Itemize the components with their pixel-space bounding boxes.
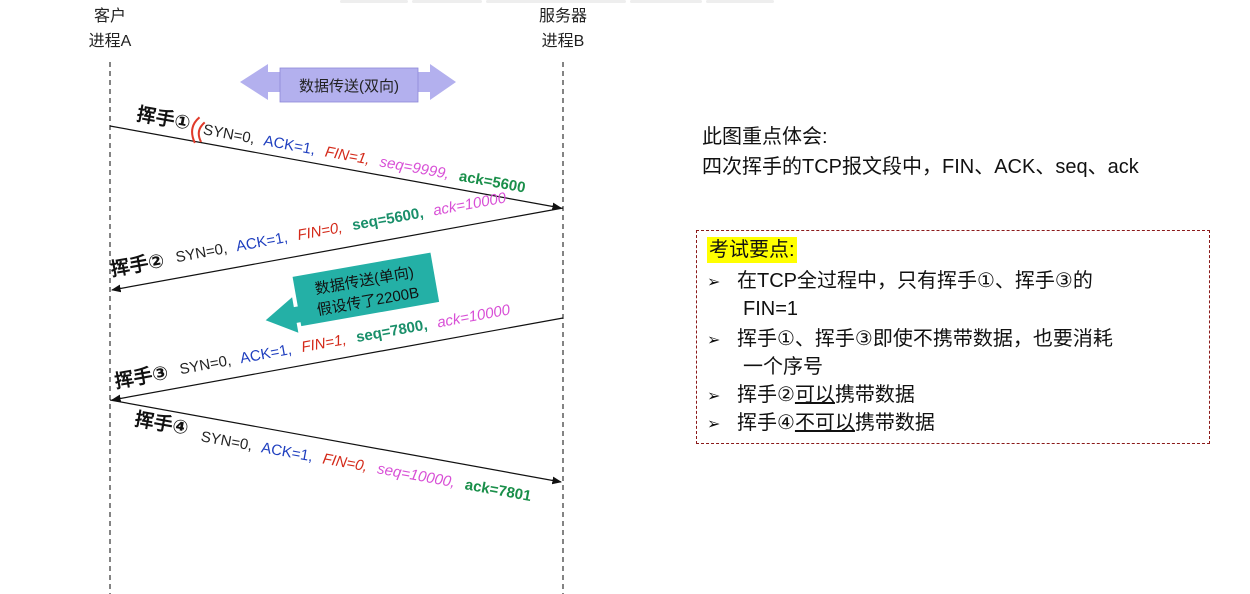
exam-bullet-4-underlined: 不可以 [794, 412, 855, 434]
wave1-red-mark [197, 121, 206, 143]
bullet-arrow-icon: ➢ [707, 332, 721, 349]
wave4-label: 挥手④ [133, 407, 190, 439]
client-title: 客户 进程A [50, 4, 170, 54]
wave1-seq: seq=9999, [378, 153, 450, 182]
exam-bullet-3-underlined: 可以 [794, 384, 835, 406]
wave1-fin: FIN=1, [324, 143, 372, 168]
note-line2: 四次挥手的TCP报文段中，FIN、ACK、seq、ack [702, 156, 1139, 178]
wave4-seq: seq=10000, [376, 460, 457, 491]
server-title-line2: 进程B [541, 33, 585, 50]
bullet-arrow-icon: ➢ [707, 274, 721, 291]
wave1-red-mark [191, 116, 201, 144]
exam-bullet-2-cont: 一个序号 [743, 356, 823, 378]
wave1-fields: SYN=0, ACK=1, FIN=1, seq=9999, ack=5600 [202, 121, 527, 196]
top-tab-strip [340, 0, 408, 3]
exam-bullet-1-text: 在TCP全过程中，只有挥手①、挥手③的 [737, 270, 1093, 292]
wave4-fields: SYN=0, ACK=1, FIN=0, seq=10000, ack=7801 [199, 428, 532, 505]
wave4-arrow [109, 399, 562, 485]
wave4-label-group: 挥手④ SYN=0, ACK=1, FIN=0, seq=10000, ack=… [133, 407, 533, 505]
wave1-ack-flag: ACK=1, [262, 132, 316, 158]
server-title-line1: 服务器 [538, 8, 587, 25]
one-way-transfer-arrow [265, 297, 305, 333]
exam-title: 考试要点: [707, 237, 797, 263]
wave3-seq: seq=7800, [355, 316, 429, 346]
wave4-ack-flag: ACK=1, [260, 439, 314, 465]
client-title-line2: 进程A [88, 33, 132, 50]
wave3-label: 挥手③ [113, 361, 170, 393]
wave1-label: 挥手① [135, 102, 192, 134]
client-title-line1: 客户 [93, 8, 126, 25]
wave3-ack-flag: ACK=1, [239, 341, 293, 367]
bullet-arrow-icon: ➢ [707, 416, 721, 433]
top-tab-strip [706, 0, 774, 3]
wave2-syn: SYN=0, [174, 240, 228, 266]
top-tab-strip [630, 0, 702, 3]
wave3-syn: SYN=0, [178, 352, 232, 378]
exam-bullet-4-text: 挥手④不可以携带数据 [737, 409, 935, 437]
wave2-label-group: 挥手② SYN=0, ACK=1, FIN=0, seq=5600, ack=1… [109, 189, 508, 281]
two-way-transfer-box [279, 67, 419, 103]
exam-bullet-2-text: 挥手①、挥手③即使不携带数据，也要消耗 [737, 328, 1113, 350]
wave2-seq: seq=5600, [351, 204, 425, 234]
exam-bullet-4: ➢ 挥手④不可以携带数据 [707, 409, 935, 439]
wave2-fin: FIN=0, [296, 219, 344, 244]
wave2-label: 挥手② [109, 249, 166, 281]
exam-bullet-2: ➢ 挥手①、挥手③即使不携带数据，也要消耗 [707, 325, 1113, 355]
exam-bullet-1: ➢ 在TCP全过程中，只有挥手①、挥手③的 [707, 267, 1093, 297]
two-way-transfer-label: 数据传送(双向) [299, 78, 399, 95]
exam-bullet-3-post: 携带数据 [834, 384, 915, 406]
exam-bullet-4-pre: 挥手④ [737, 412, 795, 434]
wave3-ack: ack=10000 [436, 301, 512, 331]
wave2-arrow [111, 207, 564, 293]
wave4-syn: SYN=0, [199, 428, 253, 454]
exam-bullet-3-text: 挥手②可以携带数据 [737, 381, 915, 409]
wave4-fin: FIN=0, [321, 450, 369, 475]
exam-bullet-1-cont: FIN=1 [743, 298, 799, 320]
wave2-ack: ack=10000 [432, 189, 508, 219]
wave3-arrow [111, 317, 564, 403]
wave2-fields: SYN=0, ACK=1, FIN=0, seq=5600, ack=10000 [174, 189, 508, 266]
exam-bullet-4-post: 携带数据 [854, 412, 935, 434]
exam-bullet-3: ➢ 挥手②可以携带数据 [707, 381, 915, 411]
wave1-syn: SYN=0, [202, 121, 256, 147]
bullet-arrow-icon: ➢ [707, 388, 721, 405]
one-way-transfer-box [292, 252, 440, 327]
top-tab-strip [486, 0, 626, 3]
server-title: 服务器 进程B [503, 4, 623, 54]
wave3-fin: FIN=1, [300, 331, 348, 356]
note-line1: 此图重点体会: [702, 126, 828, 148]
wave2-ack-flag: ACK=1, [235, 229, 289, 255]
wave1-label-group: 挥手① SYN=0, ACK=1, FIN=1, seq=9999, ack=5… [135, 102, 527, 196]
top-tab-strip [412, 0, 482, 3]
exam-points-box: 考试要点: ➢ 在TCP全过程中，只有挥手①、挥手③的 FIN=1 ➢ 挥手①、挥手… [696, 230, 1210, 444]
wave4-ack: ack=7801 [464, 476, 533, 505]
exam-bullet-3-pre: 挥手② [737, 384, 795, 406]
wave1-arrow [109, 125, 562, 211]
